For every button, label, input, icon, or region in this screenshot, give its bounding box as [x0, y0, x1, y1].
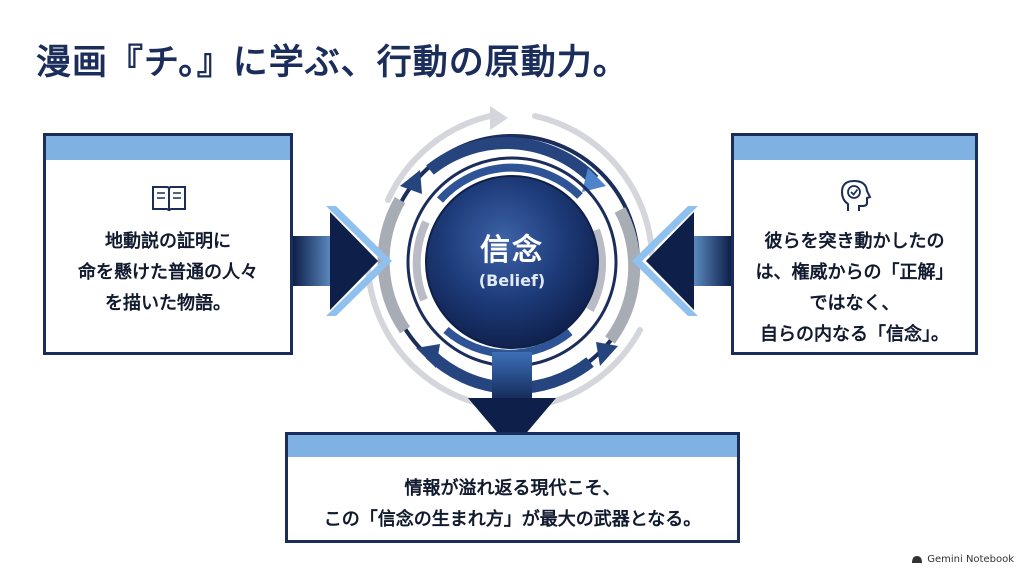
conclusion-text: 情報が溢れ返る現代こそ、 この「信念の生まれ方」が最大の武器となる。	[323, 478, 702, 530]
belief-label: 信念	[480, 233, 544, 268]
belief-core-label: 信念 (Belief)	[432, 232, 592, 292]
motivation-text: 彼らを突き動かしたの は、権威からの「正解」 ではなく、 自らの内なる「信念」。	[755, 231, 954, 345]
box-header-band	[734, 136, 975, 160]
down-output-arrow	[468, 352, 556, 450]
brand-logo-icon	[912, 556, 923, 563]
box-header-band	[46, 136, 290, 160]
left-input-arrow	[293, 206, 392, 316]
conclusion-box: 情報が溢れ返る現代こそ、 この「信念の生まれ方」が最大の武器となる。	[285, 432, 740, 543]
motivation-box: 彼らを突き動かしたの は、権威からの「正解」 ではなく、 自らの内なる「信念」。	[731, 133, 978, 355]
brand-watermark: Gemini Notebook	[911, 554, 1014, 565]
story-box: 地動説の証明に 命を懸けた普通の人々 を描いた物語。	[43, 133, 293, 355]
story-text: 地動説の証明に 命を懸けた普通の人々 を描いた物語。	[78, 231, 258, 314]
page-title: 漫画『チ。』に学ぶ、行動の原動力。	[36, 43, 629, 83]
brand-label: Gemini Notebook	[927, 554, 1014, 565]
open-book-icon	[152, 186, 186, 212]
right-input-arrow	[632, 206, 731, 316]
box-header-band	[288, 435, 737, 457]
belief-sublabel: (Belief)	[478, 271, 546, 290]
inner-cycle-ring	[406, 156, 618, 368]
outer-cycle-ring	[365, 106, 655, 408]
belief-core-circle	[425, 175, 599, 349]
head-check-icon	[840, 179, 872, 211]
